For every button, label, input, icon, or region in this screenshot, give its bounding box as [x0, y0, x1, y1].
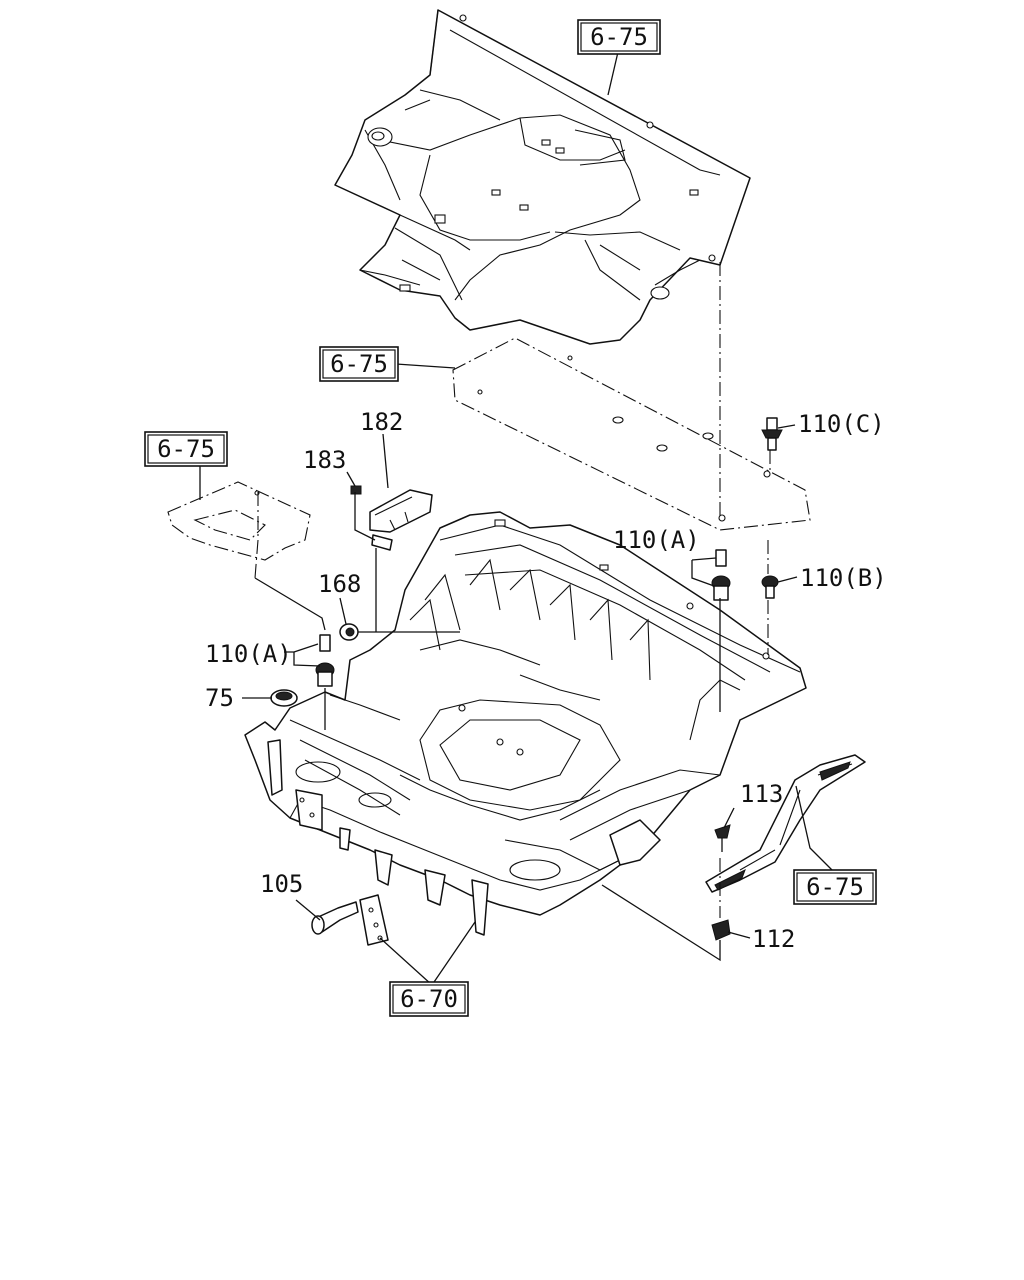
part-110c-clip — [761, 417, 783, 451]
label-110a-left[interactable]: 110(A) — [205, 640, 292, 668]
ref-box-6-75-right[interactable]: 6-75 — [793, 869, 877, 905]
part-110b-clip — [761, 575, 779, 599]
label-105[interactable]: 105 — [260, 870, 303, 898]
label-110a-right[interactable]: 110(A) — [613, 526, 700, 554]
part-168-grommet — [339, 623, 359, 641]
part-105-bolt — [311, 901, 359, 935]
part-182-bracket — [369, 489, 433, 551]
ref-box-6-70[interactable]: 6-70 — [389, 981, 469, 1017]
part-113-screw — [714, 824, 731, 852]
ref-label-6-75-left: 6-75 — [157, 435, 215, 463]
ref-label-6-75-right: 6-75 — [806, 873, 864, 901]
upper-floor-panel — [334, 9, 751, 345]
step-sill-plate — [705, 754, 866, 893]
part-110a-right-plug — [711, 549, 731, 601]
label-113[interactable]: 113 — [740, 780, 783, 808]
bracket-6-70 — [359, 894, 389, 946]
leader-lines — [199, 51, 833, 986]
middle-insulator-sheet — [452, 337, 811, 531]
label-168[interactable]: 168 — [318, 570, 361, 598]
ref-box-6-75-mid[interactable]: 6-75 — [319, 346, 399, 382]
part-110a-left-plug — [315, 634, 335, 687]
part-112-clip — [711, 919, 731, 945]
floor-pan-body — [244, 511, 807, 936]
label-75[interactable]: 75 — [205, 684, 234, 712]
ref-label-6-75-mid: 6-75 — [330, 350, 388, 378]
ref-label-6-75-top: 6-75 — [590, 23, 648, 51]
label-110c[interactable]: 110(C) — [798, 410, 885, 438]
ref-label-6-70: 6-70 — [400, 985, 458, 1013]
ref-box-6-75-left[interactable]: 6-75 — [144, 431, 228, 467]
left-small-insulator — [167, 481, 311, 561]
label-183[interactable]: 183 — [303, 446, 346, 474]
ref-box-6-75-top[interactable]: 6-75 — [577, 19, 661, 55]
part-183-bolt — [350, 485, 362, 495]
label-182[interactable]: 182 — [360, 408, 403, 436]
label-110b[interactable]: 110(B) — [800, 564, 887, 592]
part-75-plug — [270, 689, 298, 707]
label-112[interactable]: 112 — [752, 925, 795, 953]
